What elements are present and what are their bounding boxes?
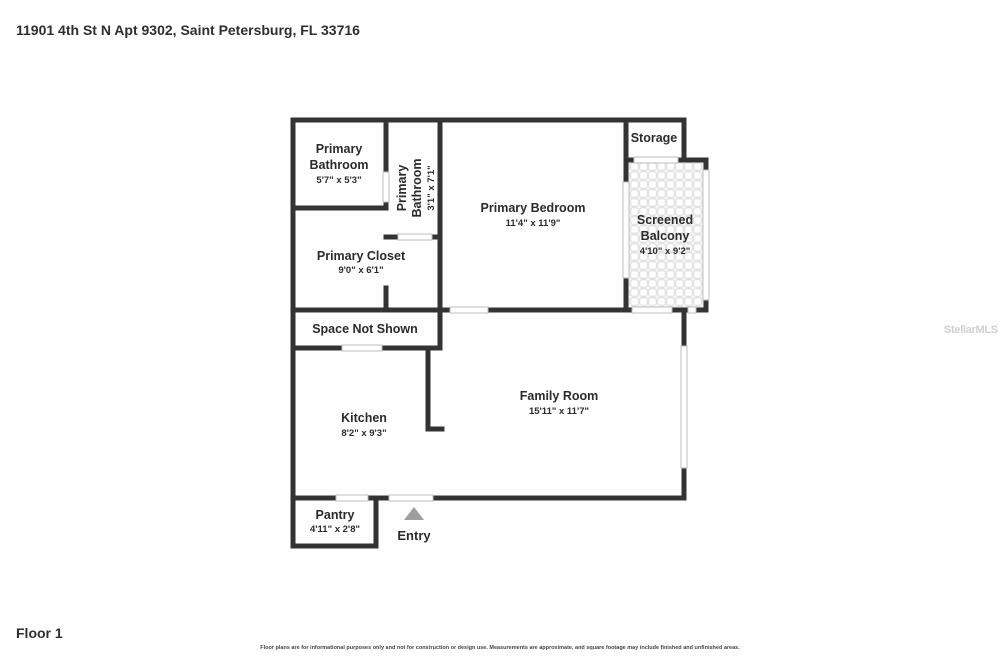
disclaimer: Floor plans are for informational purpos… bbox=[260, 645, 740, 651]
room-dimensions: 11'4" x 11'9" bbox=[506, 218, 561, 229]
room-dimensions: 15'11" x 11'7" bbox=[529, 406, 589, 417]
room-space-not-shown: Space Not Shown bbox=[312, 322, 418, 336]
room-name: Family Room bbox=[520, 389, 599, 403]
room-name: Kitchen bbox=[341, 411, 387, 425]
room-name: Pantry bbox=[316, 508, 355, 522]
room-storage: Storage bbox=[631, 131, 678, 145]
room-dimensions: 5'7" x 5'3" bbox=[316, 175, 361, 186]
room-primary-bathroom-2: Primary Bathroom 3'1" x 7'1" bbox=[395, 158, 437, 217]
room-primary-closet: Primary Closet 9'0" x 6'1" bbox=[317, 249, 406, 276]
room-name: Primary Closet bbox=[317, 249, 406, 263]
room-pantry: Pantry 4'11" x 2'8" bbox=[310, 508, 360, 535]
room-name: Primary Bedroom bbox=[481, 201, 586, 215]
room-family-room: Family Room 15'11" x 11'7" bbox=[520, 389, 599, 417]
balcony-floor bbox=[628, 162, 704, 308]
room-primary-bedroom: Primary Bedroom 11'4" x 11'9" bbox=[481, 201, 586, 229]
room-kitchen: Kitchen 8'2" x 9'3" bbox=[341, 411, 387, 439]
room-primary-bathroom: Primary Bathroom 5'7" x 5'3" bbox=[309, 142, 368, 186]
room-name: Balcony bbox=[641, 229, 690, 243]
room-name: Screened bbox=[637, 213, 693, 227]
room-dimensions: 8'2" x 9'3" bbox=[341, 428, 386, 439]
room-name: Bathroom bbox=[309, 158, 368, 172]
property-address: 11901 4th St N Apt 9302, Saint Petersbur… bbox=[16, 22, 360, 38]
room-name: Storage bbox=[631, 131, 678, 145]
floor-label: Floor 1 bbox=[16, 625, 63, 641]
entry-marker: Entry bbox=[397, 507, 431, 543]
room-name: Bathroom bbox=[410, 158, 424, 217]
openings bbox=[335, 156, 710, 502]
room-dimensions: 4'10" x 9'2" bbox=[640, 246, 691, 257]
room-dimensions: 4'11" x 2'8" bbox=[310, 524, 360, 535]
room-name: Space Not Shown bbox=[312, 322, 418, 336]
watermark: StellarMLS bbox=[944, 324, 998, 336]
room-dimensions: 9'0" x 6'1" bbox=[338, 265, 383, 276]
entry-arrow-icon bbox=[404, 507, 424, 520]
room-name: Primary bbox=[316, 142, 363, 156]
room-screened-balcony: Screened Balcony 4'10" x 9'2" bbox=[637, 213, 693, 257]
room-dimensions: 3'1" x 7'1" bbox=[426, 165, 437, 210]
entry-label: Entry bbox=[397, 528, 431, 543]
room-name: Primary bbox=[395, 165, 409, 212]
